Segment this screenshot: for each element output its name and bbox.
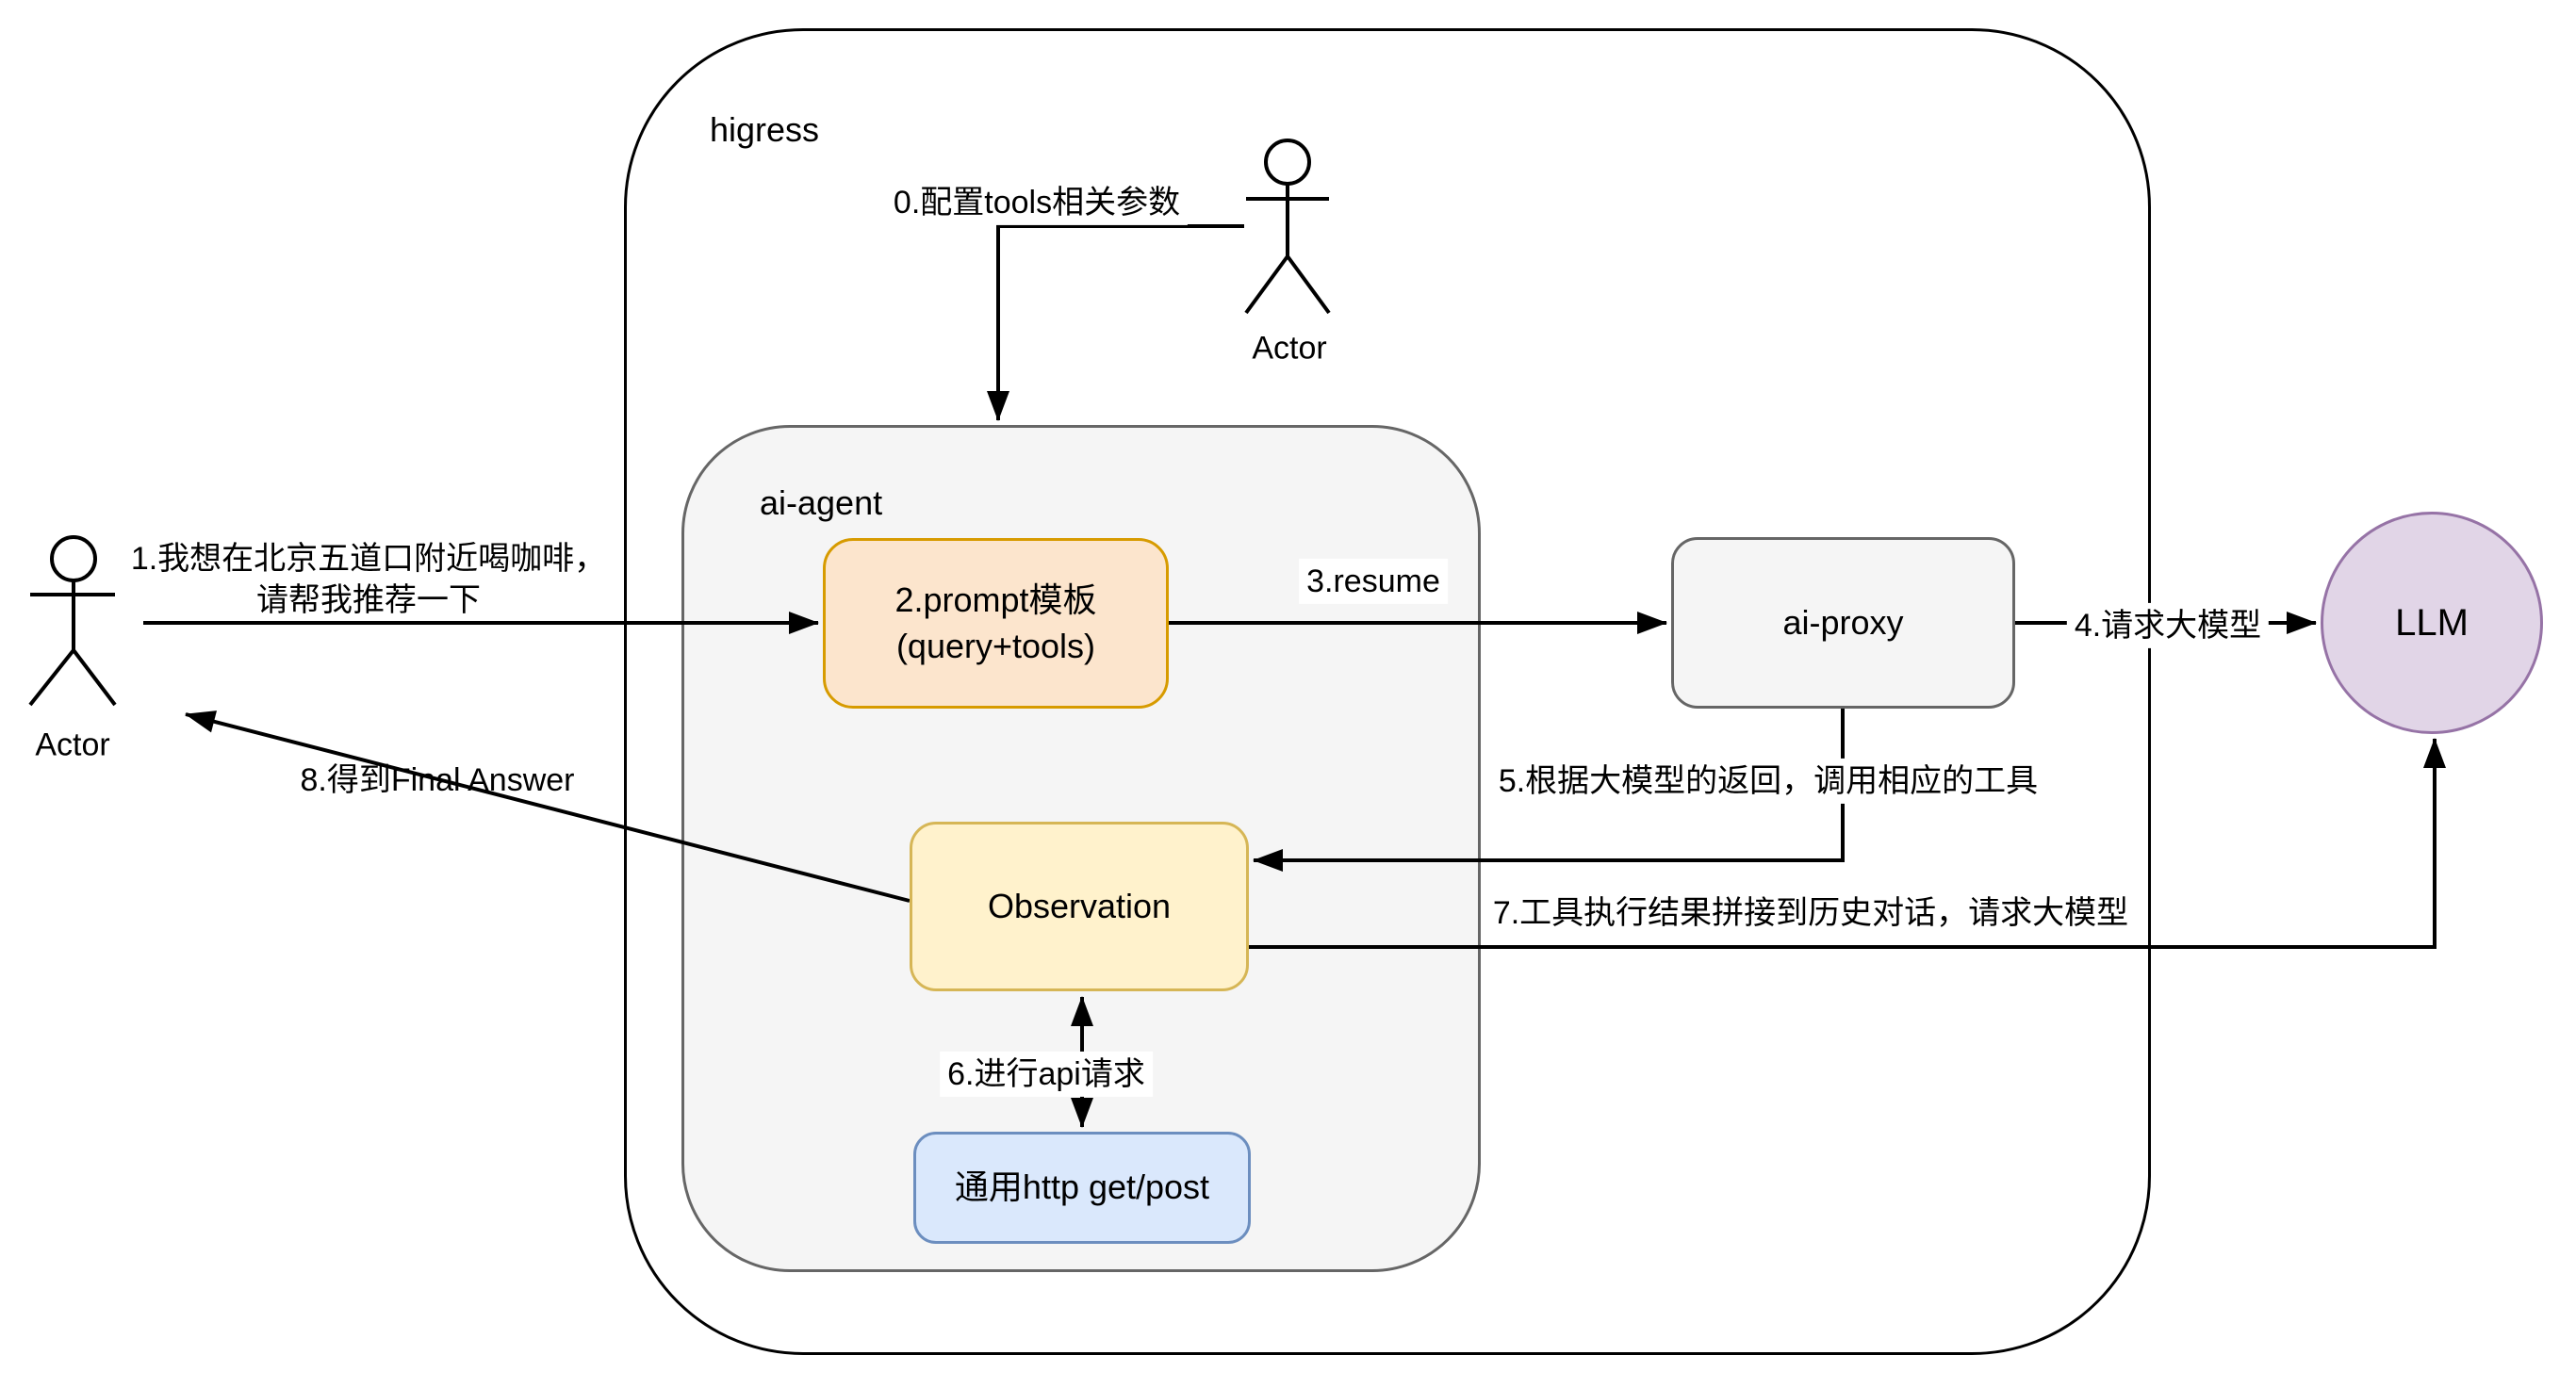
observation-label: Observation (987, 886, 1172, 925)
ai-agent-label: ai-agent (760, 483, 883, 522)
actor-top-figure (1244, 139, 1331, 315)
edge-step0 (987, 224, 1244, 421)
llm-label: LLM (2395, 602, 2469, 644)
actor-left-label: Actor (35, 727, 110, 763)
actor-top-label: Actor (1252, 330, 1327, 367)
actor-left-head (50, 535, 97, 582)
http-tool-node: 通用http get/post (913, 1132, 1251, 1244)
actor-top-head (1264, 139, 1311, 186)
edge-label-step7: 7.工具执行结果拼接到历史对话，请求大模型 (1485, 890, 2137, 937)
edge-label-step5: 5.根据大模型的返回，调用相应的工具 (1490, 758, 2046, 805)
prompt-template-line2: (query+tools) (895, 626, 1096, 665)
edge-step8 (185, 710, 911, 903)
edge-label-step3: 3.resume (1299, 558, 1448, 605)
edge-step7 (1249, 738, 2446, 949)
actor-top-leg-left (1244, 254, 1289, 315)
llm-node: LLM (2321, 512, 2543, 734)
actor-left-leg-right (72, 648, 117, 707)
observation-node: Observation (910, 822, 1249, 991)
edge-label-step1-line1: 1.我想在北京五道口附近喝咖啡， (130, 540, 607, 577)
edge-label-step6: 6.进行api请求 (940, 1051, 1153, 1098)
ai-proxy-node: ai-proxy (1671, 537, 2015, 709)
edge-label-step4: 4.请求大模型 (2066, 602, 2270, 649)
prompt-template-node: 2.prompt模板 (query+tools) (823, 538, 1169, 709)
edge-label-step8: 8.得到Final Answer (300, 761, 575, 798)
ai-proxy-label: ai-proxy (1782, 602, 1904, 642)
edge-label-step1: 1.我想在北京五道口附近喝咖啡， 请帮我推荐一下 (123, 536, 614, 623)
higress-label: higress (710, 110, 820, 149)
actor-left-figure (28, 535, 117, 707)
actor-left-leg-left (28, 648, 75, 707)
edge-label-step0: 0.配置tools相关参数 (885, 179, 1189, 226)
prompt-template-line1: 2.prompt模板 (894, 580, 1097, 619)
actor-top-leg-right (1286, 254, 1331, 315)
edge-label-step1-line2: 请帮我推荐一下 (255, 582, 481, 618)
prompt-template-text: 2.prompt模板 (query+tools) (894, 578, 1096, 669)
http-tool-label: 通用http get/post (954, 1168, 1210, 1207)
